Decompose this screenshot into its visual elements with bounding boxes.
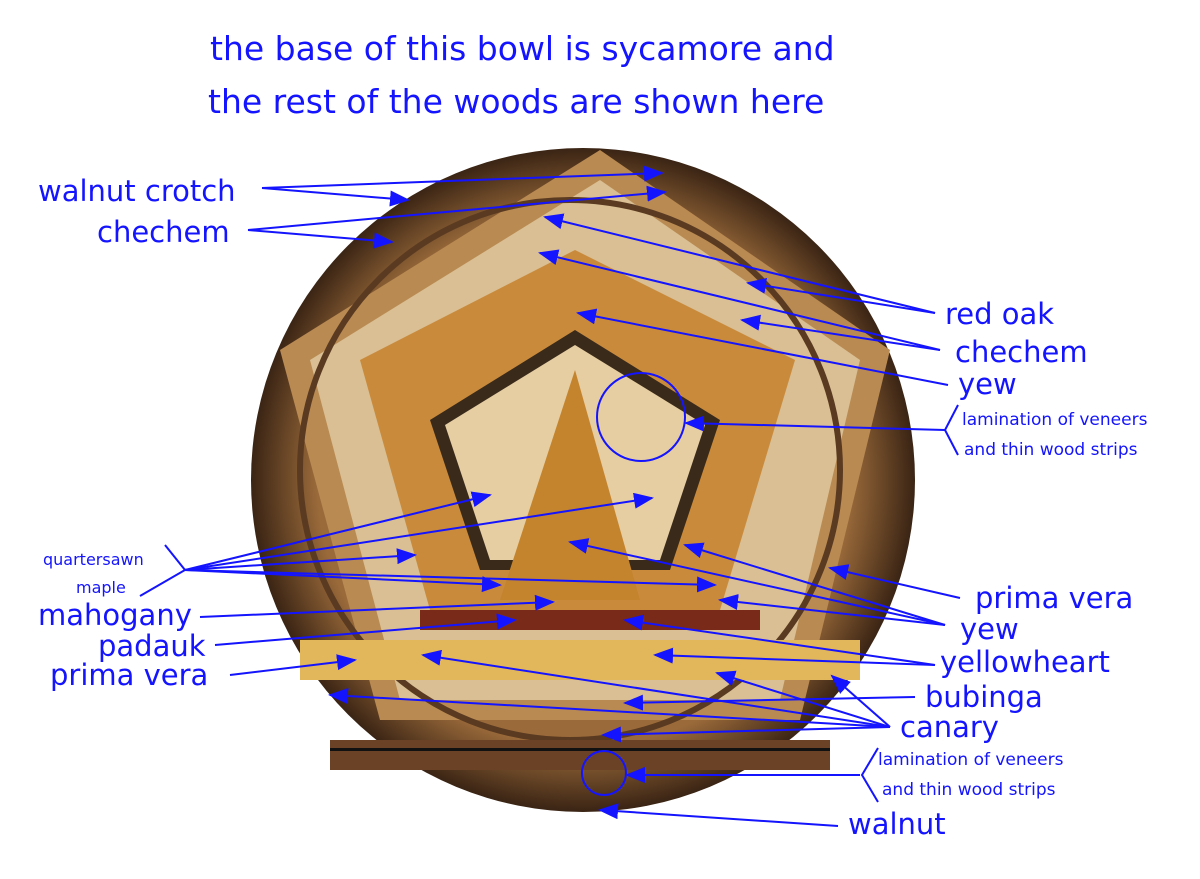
label-red-oak: red oak: [945, 297, 1055, 331]
bowl-photo: [251, 148, 915, 812]
label-quartersawn: quartersawn: [43, 550, 144, 569]
label-maple: maple: [76, 578, 126, 597]
label-mahogany: mahogany: [38, 598, 192, 632]
label-lamination-bottom-2: and thin wood strips: [882, 780, 1056, 800]
label-walnut-crotch: walnut crotch: [38, 174, 236, 208]
label-yew-top: yew: [958, 367, 1017, 401]
label-prima-vera-right: prima vera: [975, 581, 1134, 615]
title-line-1: the base of this bowl is sycamore and: [210, 29, 835, 68]
label-yellowheart: yellowheart: [940, 645, 1110, 679]
label-bubinga: bubinga: [925, 680, 1043, 714]
label-yew-bottom: yew: [960, 612, 1019, 646]
annotation-braces: [139, 372, 959, 803]
annotation-arrows: [184, 165, 961, 827]
label-lamination-top-1: lamination of veneers: [962, 410, 1148, 430]
label-lamination-bottom-1: lamination of veneers: [878, 750, 1064, 770]
label-padauk: padauk: [98, 629, 206, 663]
title-line-2: the rest of the woods are shown here: [208, 82, 825, 121]
label-chechem-right: chechem: [955, 335, 1088, 369]
label-prima-vera-left: prima vera: [50, 658, 209, 692]
label-walnut: walnut: [848, 807, 946, 841]
label-chechem-left: chechem: [97, 215, 230, 249]
label-canary: canary: [900, 710, 999, 744]
label-lamination-top-2: and thin wood strips: [964, 440, 1138, 460]
